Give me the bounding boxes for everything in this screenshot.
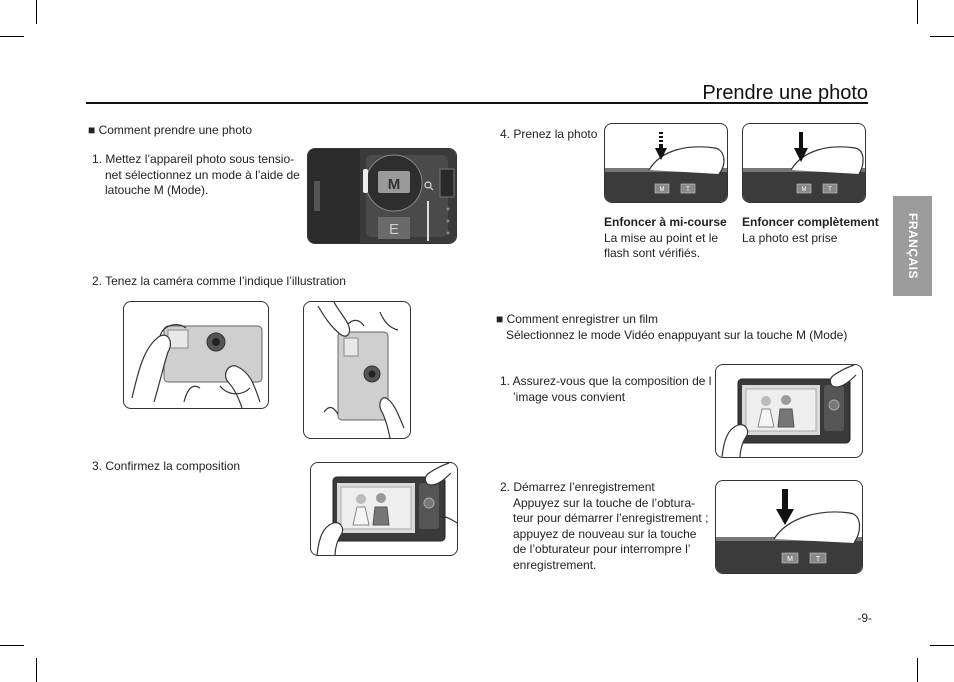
text-line: teur pour démarrer l’enregistrement ;: [513, 511, 709, 525]
crop-mark: [36, 658, 37, 682]
button-t-label: T: [828, 187, 832, 193]
text-line: 1. Mettez l’appareil photo sous tensio-: [92, 152, 295, 166]
shutter-half-caption: Enfoncer à mi-course La mise au point et…: [604, 215, 727, 262]
shutter-full-title: Enfoncer complètement: [742, 215, 879, 229]
text-line: appuyez de nouveau sur la touche: [513, 526, 697, 541]
crop-mark: [930, 36, 954, 37]
hold-camera-horizontal-illustration: [123, 301, 269, 409]
text-line: de l’obturateur pour interrompre l’: [513, 542, 691, 556]
button-t-label: T: [816, 556, 821, 563]
movie-step2: 2. Démarrez l’enregistrement Appuyez sur…: [500, 480, 708, 573]
mode-button-illustration: M E: [307, 148, 457, 244]
text-line: Appuyez sur la touche de l’obtura-: [513, 495, 696, 510]
movie-step1: 1. Assurez-vous que la composition de l …: [500, 374, 711, 405]
text-line: 1. Assurez-vous que la composition de l: [500, 374, 712, 388]
photo-step4: 4. Prenez la photo: [500, 127, 598, 141]
language-tab-label: FRANÇAIS: [906, 213, 920, 279]
text-line: flash sont vérifiés.: [604, 246, 701, 260]
text-line: 2. Démarrez l’enregistrement: [500, 480, 655, 494]
crop-mark: [0, 36, 24, 37]
movie-section-subheading: Sélectionnez le mode Vidéo enappuyant su…: [506, 327, 848, 342]
movie-section-heading: ■ Comment enregistrer un film: [496, 312, 658, 326]
movie-section: ■ Comment enregistrer un film Sélectionn…: [496, 312, 847, 343]
text-line: latouche M (Mode).: [105, 183, 209, 197]
button-m-label: M: [660, 187, 665, 193]
text-line: enregistrement.: [513, 557, 597, 572]
crop-mark: [917, 658, 918, 682]
movie-shutter-press-illustration: M T: [715, 480, 863, 574]
text-line: La mise au point et le: [604, 230, 719, 245]
confirm-composition-illustration: [310, 462, 458, 556]
crop-mark: [930, 645, 954, 646]
mode-m-letter: M: [388, 176, 401, 193]
crop-mark: [917, 0, 918, 24]
page-number: -9-: [857, 611, 872, 625]
shutter-full-press-illustration: M T: [742, 123, 866, 203]
language-tab: FRANÇAIS: [893, 196, 932, 296]
button-t-label: T: [686, 187, 690, 193]
button-m-label: M: [787, 556, 793, 563]
shutter-half-press-illustration: M T: [604, 123, 728, 203]
photo-step1: 1. Mettez l’appareil photo sous tensio- …: [92, 152, 300, 199]
photo-step3: 3. Confirmez la composition: [92, 459, 241, 473]
mode-e-letter: E: [389, 221, 399, 238]
button-m-label: M: [802, 187, 807, 193]
text-line: net sélectionnez un mode à l’aide de: [105, 167, 300, 182]
crop-mark: [36, 0, 37, 24]
page-title: Prendre une photo: [702, 82, 868, 104]
shutter-full-caption: Enfoncer complètement La photo est prise: [742, 215, 879, 246]
title-rule: [86, 102, 868, 104]
shutter-half-title: Enfoncer à mi-course: [604, 215, 727, 229]
movie-composition-illustration: [715, 364, 863, 458]
text-line: ’image vous convient: [513, 389, 626, 404]
crop-mark: [0, 645, 24, 646]
photo-section-heading: ■ Comment prendre une photo: [88, 123, 253, 137]
photo-step2: 2. Tenez la caméra comme l’indique l’ill…: [92, 274, 346, 288]
hold-camera-vertical-illustration: [303, 301, 411, 439]
text-line: La photo est prise: [742, 230, 838, 245]
